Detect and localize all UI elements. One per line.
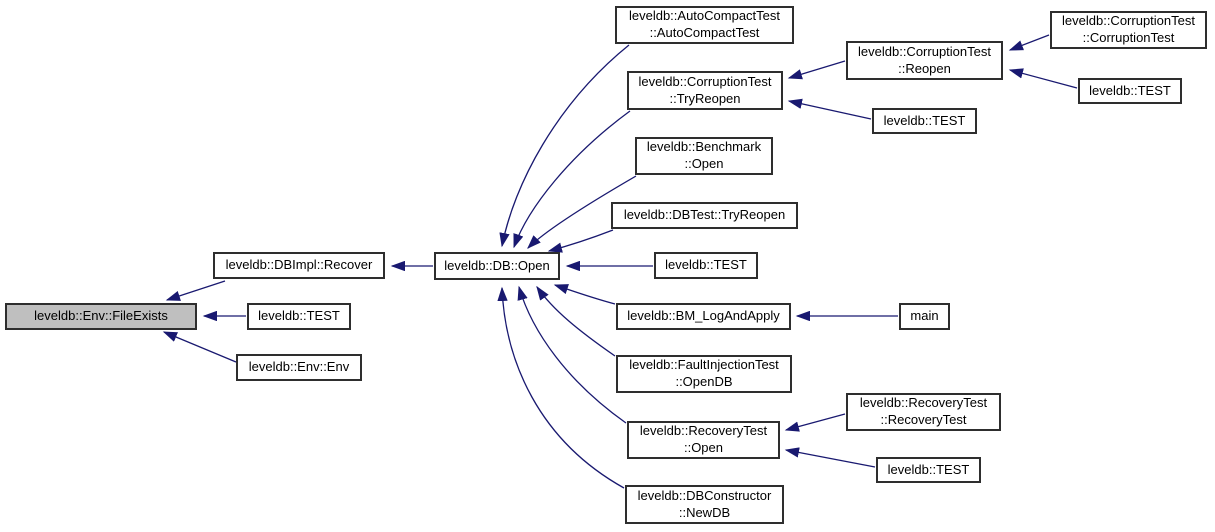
node-leveldb-env-fileexists: leveldb::Env::FileExists <box>5 303 197 330</box>
edge-autocompacttest-ctor-to-db-open <box>499 44 630 248</box>
node-leveldb-recoverytest-recoverytest[interactable]: leveldb::RecoveryTest ::RecoveryTest <box>846 393 1001 431</box>
edge-dbconstructor-newdb-to-db-open <box>497 286 625 489</box>
node-leveldb-recoverytest-open[interactable]: leveldb::RecoveryTest ::Open <box>627 421 780 459</box>
node-leveldb-test-5[interactable]: leveldb::TEST <box>876 457 981 483</box>
edge-dbimpl-recover-to-env-fileexists <box>165 280 226 301</box>
edge-corruptiontest-tryreopen-to-db-open <box>513 110 631 249</box>
node-leveldb-faultinjectiontest-opendb[interactable]: leveldb::FaultInjectionTest ::OpenDB <box>616 355 792 393</box>
node-main[interactable]: main <box>899 303 950 330</box>
edge-faultinjectiontest-opendb-to-db-open <box>536 285 616 357</box>
node-leveldb-benchmark-open[interactable]: leveldb::Benchmark ::Open <box>635 137 773 175</box>
edge-recoverytest-open-to-db-open <box>517 285 627 424</box>
edge-bm-logandapply-to-db-open <box>553 284 616 305</box>
node-leveldb-bm-logandapply[interactable]: leveldb::BM_LogAndApply <box>616 303 791 330</box>
node-leveldb-test-3[interactable]: leveldb::TEST <box>872 108 977 134</box>
edge-dbtest-tryreopen-to-db-open <box>547 229 614 253</box>
node-leveldb-test-1[interactable]: leveldb::TEST <box>247 303 351 330</box>
node-leveldb-autocompacttest-autocompacttest[interactable]: leveldb::AutoCompactTest ::AutoCompactTe… <box>615 6 794 44</box>
edge-recoverytest-ctor-to-recoverytest-open <box>784 413 846 432</box>
node-leveldb-dbconstructor-newdb[interactable]: leveldb::DBConstructor ::NewDB <box>625 485 784 524</box>
node-leveldb-test-4[interactable]: leveldb::TEST <box>1078 78 1182 104</box>
edge-env-env-to-env-fileexists <box>162 331 237 363</box>
node-leveldb-dbtest-tryreopen[interactable]: leveldb::DBTest::TryReopen <box>611 202 798 229</box>
edge-corruptiontest-reopen-to-corruptiontest-tryreopen <box>787 60 846 80</box>
node-leveldb-test-2[interactable]: leveldb::TEST <box>654 252 758 279</box>
edge-corruptiontest-ctor-to-corruptiontest-reopen <box>1008 34 1050 51</box>
edge-test-c-to-corruptiontest-tryreopen <box>787 98 872 120</box>
edge-test-d-to-corruptiontest-reopen <box>1008 68 1078 89</box>
node-leveldb-corruptiontest-tryreopen[interactable]: leveldb::CorruptionTest ::TryReopen <box>627 71 783 110</box>
node-leveldb-corruptiontest-reopen[interactable]: leveldb::CorruptionTest ::Reopen <box>846 41 1003 80</box>
node-leveldb-env-env[interactable]: leveldb::Env::Env <box>236 354 362 381</box>
node-leveldb-db-open[interactable]: leveldb::DB::Open <box>434 252 560 280</box>
node-leveldb-corruptiontest-corruptiontest[interactable]: leveldb::CorruptionTest ::CorruptionTest <box>1050 11 1207 49</box>
node-leveldb-dbimpl-recover[interactable]: leveldb::DBImpl::Recover <box>213 252 385 279</box>
edge-benchmark-open-to-db-open <box>527 175 637 249</box>
edge-test-e-to-recoverytest-open <box>784 447 876 468</box>
